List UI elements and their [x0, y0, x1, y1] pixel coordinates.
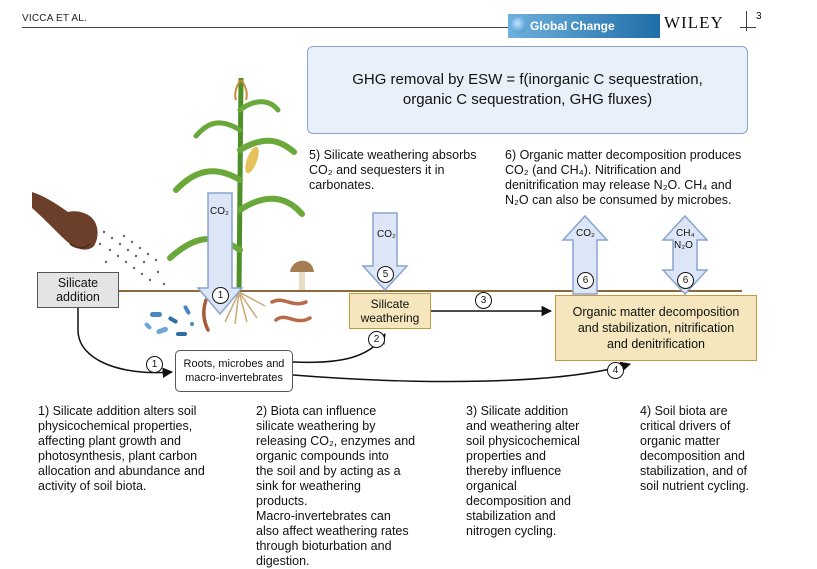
box-line: weathering [360, 311, 420, 325]
caption-line: soil nutrient cycling. [640, 479, 750, 493]
box-line: and stabilization, nitrification [577, 321, 735, 335]
caption-line: physicochemical properties, [38, 419, 193, 433]
caption-line: sink for weathering [256, 479, 361, 493]
box-line: and denitrification [607, 337, 705, 351]
caption-line: silicate weathering by [256, 419, 376, 433]
caption-line: soil physicochemical [466, 434, 580, 448]
n2o-label: N₂O [674, 240, 693, 251]
organic-matter-box: Organic matter decomposition and stabili… [555, 295, 757, 361]
caption-line: 2) Biota can influence [256, 404, 377, 418]
header-rule [22, 27, 510, 28]
caption-line: the soil and by acting as a [256, 464, 401, 478]
caption-line: organical [466, 479, 517, 493]
note-5-line: carbonates. [309, 178, 375, 192]
note-5-line: CO₂ and sequesters it in [309, 163, 445, 177]
co2-uptake-arrow [196, 192, 244, 316]
mushroom-icon [290, 260, 314, 290]
caption-line: Macro-invertebrates can [256, 509, 391, 523]
caption-line: allocation and abundance and [38, 464, 205, 478]
note-5-line: 5) Silicate weathering absorbs [309, 148, 477, 162]
note-6-line: 6) Organic matter decomposition produces [505, 148, 742, 162]
box-line: addition [56, 290, 100, 304]
caption-2: 2) Biota can influence silicate weatheri… [256, 404, 436, 569]
note-6: 6) Organic matter decomposition produces… [505, 148, 741, 208]
marker-5: 5 [377, 266, 394, 283]
caption-line: properties and [466, 449, 546, 463]
ghg-line-1: GHG removal by ESW = f(inorganic C seque… [352, 71, 703, 88]
note-6-line: CO₂ (and CH₄). Nitrification and [505, 163, 681, 177]
marker-2: 2 [368, 331, 385, 348]
page-rule [740, 27, 756, 28]
publisher-logo: WILEY [664, 13, 724, 32]
running-head: VICCA ET AL. [22, 13, 88, 24]
microbes-icon [144, 305, 194, 336]
ghg-line-2: organic C sequestration, GHG fluxes) [402, 91, 653, 108]
seeds-icon [98, 230, 166, 286]
marker-1-roots: 1 [146, 356, 163, 373]
maize-plant-icon [167, 77, 305, 325]
caption-line: organic matter [640, 434, 720, 448]
marker-3: 3 [475, 292, 492, 309]
ch4-n2o-flux-arrow [661, 214, 709, 296]
ch4-label: CH₄ [676, 228, 695, 239]
caption-line: through bioturbation and [256, 539, 392, 553]
hand-icon [32, 192, 98, 250]
caption-line: photosynthesis, plant carbon [38, 449, 198, 463]
note-6-line: denitrification may release N₂O. CH₄ and [505, 178, 732, 192]
box-line: Silicate [57, 276, 99, 290]
silicate-weathering-box: Silicate weathering [349, 293, 431, 329]
earthworm-icon [202, 298, 312, 332]
caption-line: 3) Silicate addition [466, 404, 569, 418]
box-line: Organic matter decomposition [572, 305, 740, 319]
ghg-removal-box: GHG removal by ESW = f(inorganic C seque… [307, 46, 748, 134]
caption-line: releasing CO₂, enzymes and [256, 434, 416, 448]
caption-4: 4) Soil biota are critical drivers of or… [640, 404, 800, 494]
page-divider [746, 11, 747, 31]
marker-4: 4 [607, 362, 624, 379]
soil-surface-line [40, 290, 742, 292]
caption-line: affecting plant growth and [38, 434, 181, 448]
caption-1: 1) Silicate addition alters soil physico… [38, 404, 238, 494]
marker-1-plant: 1 [212, 287, 229, 304]
caption-line: and weathering alter [466, 419, 580, 433]
note-6-line: N₂O can also be consumed by microbes. [505, 193, 732, 207]
co2-weathering-label: CO₂ [377, 229, 396, 240]
note-5: 5) Silicate weathering absorbs CO₂ and s… [309, 148, 476, 193]
marker-6-co2: 6 [577, 272, 594, 289]
caption-line: activity of soil biota. [38, 479, 147, 493]
page-number: 3 [756, 11, 762, 22]
caption-line: stabilization and [466, 509, 556, 523]
caption-line: nitrogen cycling. [466, 524, 557, 538]
caption-3: 3) Silicate addition and weathering alte… [466, 404, 616, 539]
caption-line: 4) Soil biota are [640, 404, 728, 418]
box-line: Silicate [370, 297, 410, 311]
caption-line: also affect weathering rates [256, 524, 409, 538]
caption-line: 1) Silicate addition alters soil [38, 404, 197, 418]
connector-roots-to-om [292, 361, 632, 383]
caption-line: thereby influence [466, 464, 562, 478]
silicate-addition-box: Silicate addition [37, 272, 119, 308]
co2-emission-arrow [561, 214, 609, 295]
marker-6-ch4-n2o: 6 [677, 272, 694, 289]
co2-plant-label: CO₂ [210, 206, 229, 217]
box-line: Roots, microbes and [183, 358, 285, 370]
caption-line: digestion. [256, 554, 310, 568]
co2-om-label: CO₂ [576, 228, 595, 239]
caption-line: decomposition and [640, 449, 745, 463]
co2-weathering-arrow [361, 212, 409, 292]
caption-line: decomposition and [466, 494, 571, 508]
caption-line: critical drivers of [640, 419, 731, 433]
caption-line: organic compounds into [256, 449, 389, 463]
roots-microbes-box: Roots, microbes and macro-invertebrates [175, 350, 293, 392]
box-line: macro-invertebrates [185, 372, 283, 384]
caption-line: products. [256, 494, 308, 508]
globe-icon [511, 17, 527, 33]
caption-line: stabilization, and of [640, 464, 748, 478]
